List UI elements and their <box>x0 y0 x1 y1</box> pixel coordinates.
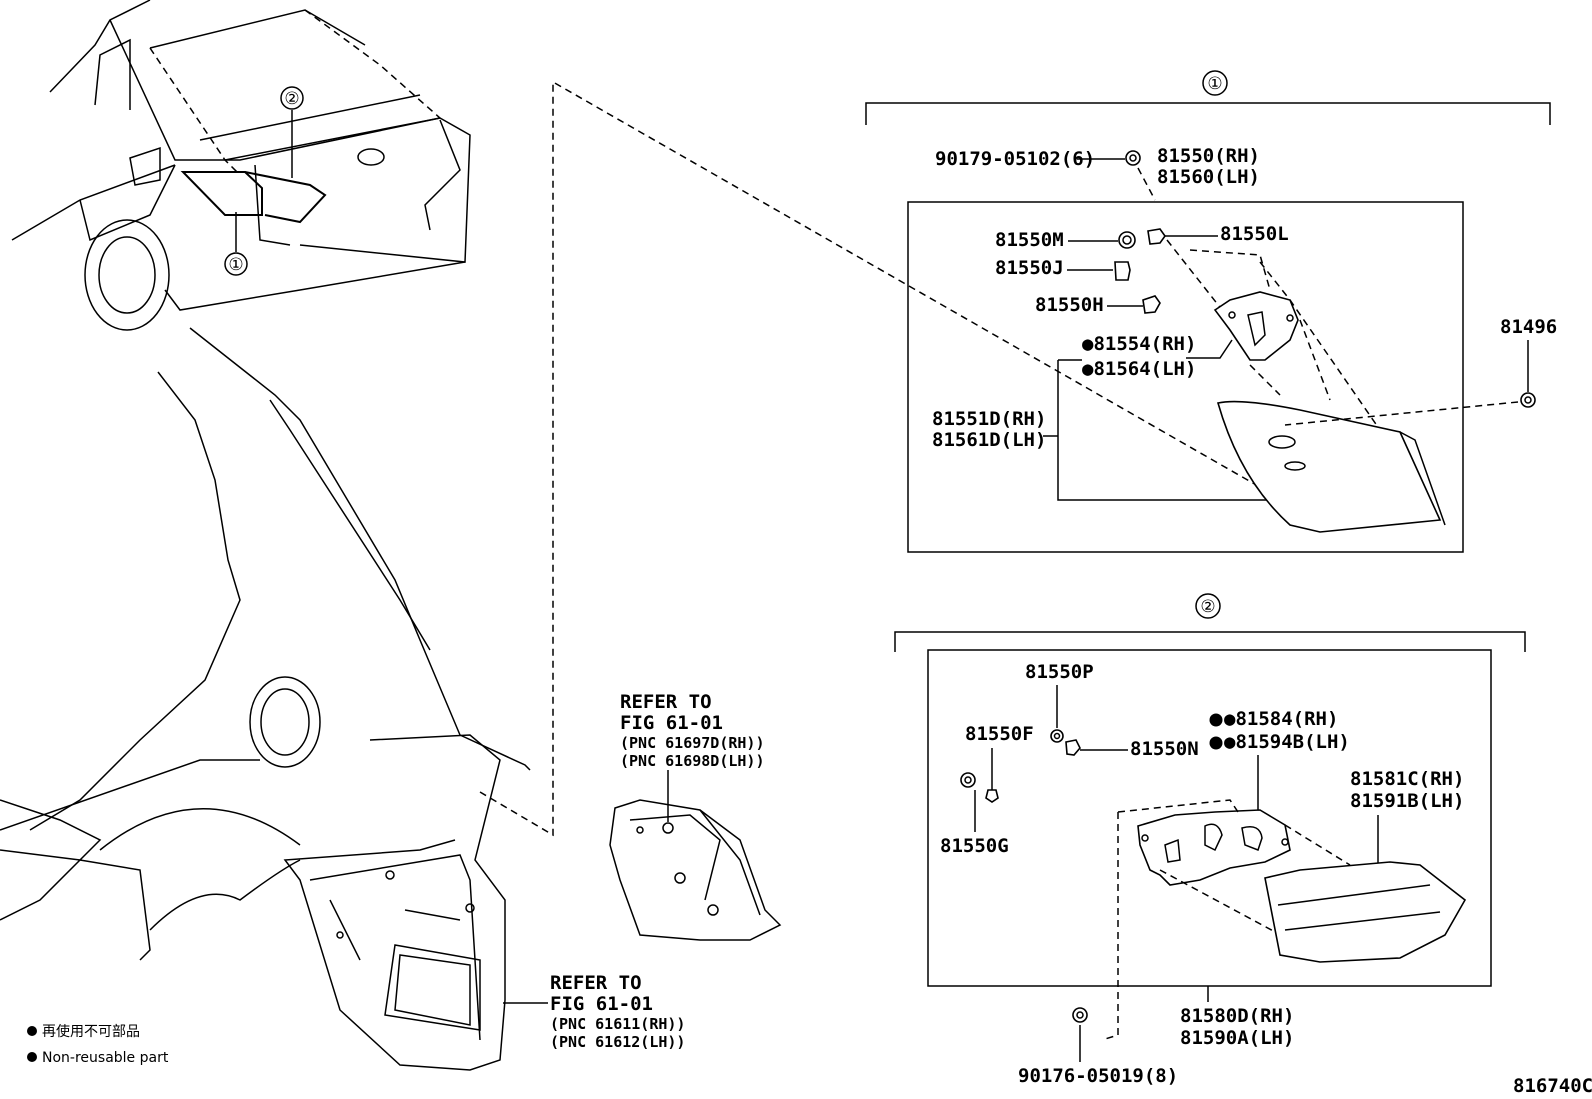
group-2-bracket <box>894 631 1526 652</box>
leader-dashed-main <box>479 80 1266 837</box>
g1-lamp-body <box>1216 400 1442 533</box>
g2-p-n-icon <box>1065 739 1081 756</box>
g1-p-j: 81550J <box>995 257 1064 279</box>
group-2-circle <box>1195 593 1221 619</box>
group-1-circle <box>1202 70 1228 96</box>
car-rear-view <box>11 0 471 331</box>
refer-outer-line1: REFER TO <box>550 972 642 994</box>
car-callout-2: ② <box>284 89 299 109</box>
g2-bracket-plate <box>1137 809 1291 886</box>
g1-nut-label: 81496 <box>1500 316 1557 338</box>
legend-jp: 再使用不可部品 <box>42 1023 140 1040</box>
refer-outer-line3: (PNC 61611(RH)) <box>550 1015 685 1033</box>
group-1-marker: ① <box>1207 74 1222 94</box>
g2-p-n: 81550N <box>1130 738 1199 760</box>
g2-p-g-icon <box>960 772 976 788</box>
g2-gasket-rh: ●81584(RH) <box>1224 708 1338 730</box>
g2-gasket-lh-dot <box>1209 736 1223 750</box>
g2-screw-label: 90176-05019(8) <box>1018 1065 1178 1087</box>
g2-lamp-lh: 81590A(LH) <box>1180 1027 1294 1049</box>
g2-lamp-rh: 81580D(RH) <box>1180 1005 1294 1027</box>
legend-bullet-en <box>27 1052 37 1062</box>
group-1: ① 90179-05102(6) 81550(RH) 81560(LH) 815… <box>865 70 1557 553</box>
g2-lens-rh: 81581C(RH) <box>1350 768 1464 790</box>
g1-p-l: 81550L <box>1220 223 1289 245</box>
group-2-box <box>927 649 1492 987</box>
refer-inner-line3: (PNC 61697D(RH)) <box>620 734 765 752</box>
g1-nut-icon <box>1520 392 1536 408</box>
quarter-panel-inner <box>283 734 506 1071</box>
g2-gasket-rh-dot <box>1209 713 1223 727</box>
g2-screw-icon <box>1072 1007 1088 1023</box>
g1-screw-label: 90179-05102(6) <box>935 148 1095 170</box>
g2-p-f-icon <box>985 789 999 803</box>
g1-p-m-icon <box>1118 231 1136 249</box>
g1-p-j-icon <box>1114 261 1131 281</box>
inner-panel-part <box>609 799 782 941</box>
refer-outer-line4: (PNC 61612(LH)) <box>550 1033 685 1051</box>
g2-gasket-lh: ●81594B(LH) <box>1224 731 1350 753</box>
refer-inner-line1: REFER TO <box>620 691 712 713</box>
car-callout-1: ① <box>228 255 243 275</box>
group-1-bracket <box>865 102 1551 125</box>
g1-screw-icon <box>1125 150 1141 166</box>
drawing-code: 816740C <box>1513 1075 1592 1097</box>
g1-lamp-lh: 81560(LH) <box>1157 166 1260 188</box>
g2-p-g: 81550G <box>940 835 1009 857</box>
g1-gasket-lh: ●81564(LH) <box>1082 358 1196 380</box>
callout-2-circle <box>280 86 304 110</box>
g2-p-p: 81550P <box>1025 661 1094 683</box>
refer-outer-line2: FIG 61-01 <box>550 993 653 1015</box>
g1-p-l-icon <box>1147 228 1166 245</box>
g1-p-h-icon <box>1142 295 1161 314</box>
g1-bracket-plate <box>1213 291 1299 361</box>
g1-p-h: 81550H <box>1035 294 1104 316</box>
quarter-panel-outer <box>0 327 531 961</box>
legend-en: Non-reusable part <box>42 1050 169 1066</box>
callout-1-circle <box>224 252 248 276</box>
g2-lens-lh: 81591B(LH) <box>1350 790 1464 812</box>
g1-lamp-rh: 81550(RH) <box>1157 145 1260 167</box>
group-2-marker: ② <box>1200 597 1215 617</box>
g2-p-f: 81550F <box>965 723 1034 745</box>
g1-lens-lh: 81561D(LH) <box>932 429 1046 451</box>
group-1-box <box>907 201 1464 553</box>
refer-inner-line4: (PNC 61698D(LH)) <box>620 752 765 770</box>
g1-lens-rh: 81551D(RH) <box>932 408 1046 430</box>
g1-p-m: 81550M <box>995 229 1064 251</box>
legend-bullet-jp <box>27 1026 37 1036</box>
g2-p-p-icon <box>1050 729 1064 743</box>
group-2: ② 81550P 81550F 81550N 81550G ●81584(RH)… <box>894 593 1526 1087</box>
refer-inner-line2: FIG 61-01 <box>620 712 723 734</box>
g1-gasket-rh: ●81554(RH) <box>1082 333 1196 355</box>
